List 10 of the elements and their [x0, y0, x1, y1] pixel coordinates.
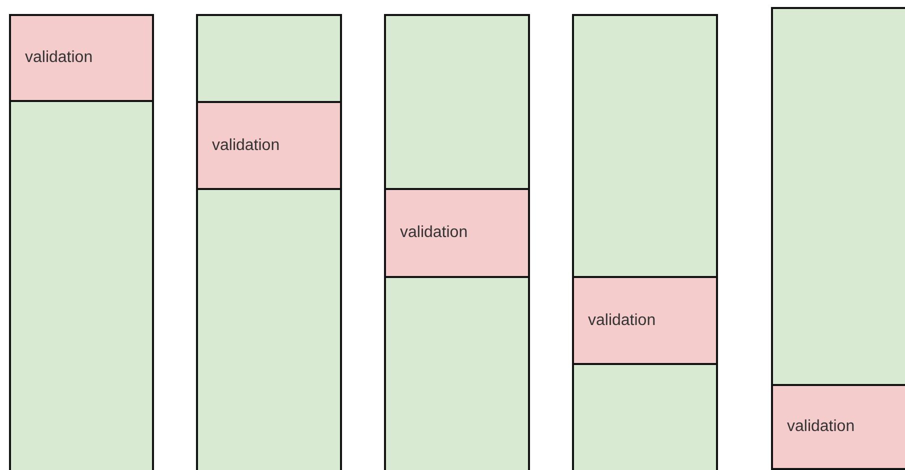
fold-column	[771, 7, 905, 470]
validation-segment: validation	[9, 14, 154, 102]
fold-column	[384, 14, 530, 470]
validation-segment: validation	[196, 101, 342, 190]
validation-segment: validation	[572, 276, 718, 365]
fold-column	[572, 14, 718, 470]
fold-column	[196, 14, 342, 470]
validation-segment: validation	[384, 188, 530, 278]
validation-segment: validation	[771, 384, 905, 470]
fold-column	[9, 14, 154, 470]
